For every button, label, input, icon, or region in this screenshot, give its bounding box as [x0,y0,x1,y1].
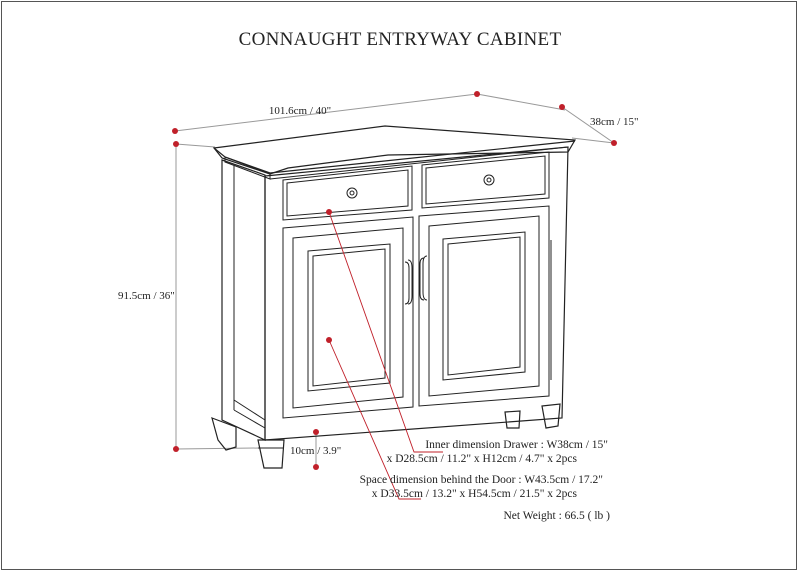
depth-dimension: 38cm / 15" [559,104,639,146]
leg-dimension: 10cm / 3.9" [290,429,341,470]
cabinet [211,125,577,469]
leg-label: 10cm / 3.9" [290,445,341,457]
door-space-line1: Space dimension behind the Door : W43.5c… [360,474,603,486]
width-dimension: 101.6cm / 40" [172,91,566,134]
drawer-dimension-line2: x D28.5cm / 11.2" x H12cm / 4.7" x 2pcs [387,453,578,465]
door-space-line2: x D33.5cm / 13.2" x H54.5cm / 21.5" x 2p… [372,488,578,500]
door-leader [326,337,421,500]
width-label: 101.6cm / 40" [269,105,331,117]
depth-label: 38cm / 15" [590,116,639,128]
height-label: 91.5cm / 36" [118,290,175,302]
drawer-dimension-line1: Inner dimension Drawer : W38cm / 15" [425,439,608,451]
page-title: CONNAUGHT ENTRYWAY CABINET [239,29,562,50]
drawer-leader [326,209,443,453]
net-weight: Net Weight : 66.5 ( lb ) [504,510,611,522]
height-dimension: 91.5cm / 36" [118,141,261,452]
